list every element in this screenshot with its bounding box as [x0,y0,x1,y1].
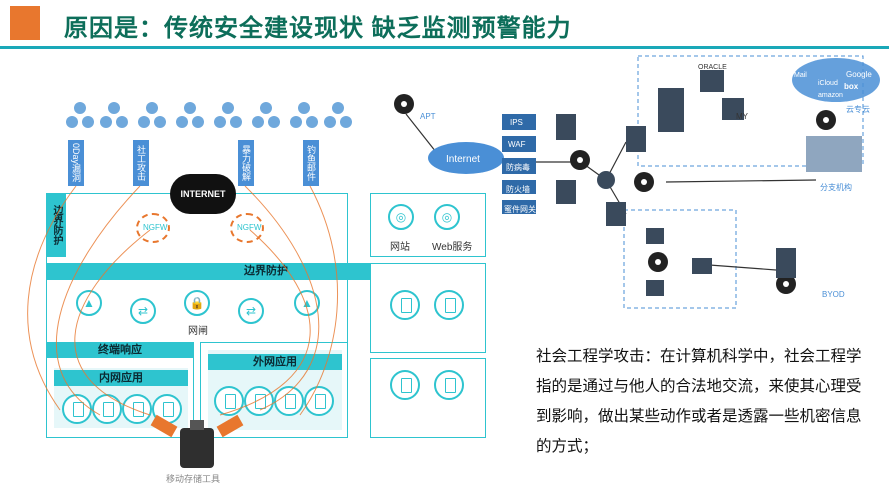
title-divider [0,46,889,49]
cloud-brand-icloud: iCloud [818,80,838,87]
virus-icon [138,102,166,128]
boundary-vertical-label: 边界防护 [46,193,66,257]
apt-label: APT [420,112,436,121]
virus-icon [214,102,242,128]
web-service-label: Web服务 [432,242,473,253]
attack-label-bruteforce: 暴力破解 [238,140,254,186]
website-frame [370,193,486,257]
internet-cloud-label: INTERNET [180,189,226,199]
website-icon: ◎ [388,204,414,230]
cloud-brand-mail: Mail [794,72,807,79]
gateway-label: 网闸 [188,326,208,337]
cloud-brand-google: Google [846,70,872,79]
switch-icon: ⇄ [238,298,264,324]
virus-icon [324,102,352,128]
antivirus-label: 防病毒 [506,163,530,172]
network-diagram [394,55,880,309]
website-label: 网站 [390,242,410,253]
image-icon: ▲ [294,290,320,316]
gatekeeper-label: 蜜件网关 [504,205,536,214]
switch-icon: ⇄ [130,298,156,324]
server-frame-bottom [370,358,486,438]
ips-label: IPS [510,118,523,127]
virus-icon [290,102,318,128]
internet-label: Internet [446,154,480,165]
doc-icon [434,290,464,320]
virus-icon [176,102,204,128]
doc-icon [390,290,420,320]
firewall-label: 防火墙 [506,185,530,194]
attack-label-phishing: 钓鱼邮件 [303,140,319,186]
virus-icon [100,102,128,128]
virus-icon [66,102,94,128]
byod-label: BYOD [822,290,845,299]
cloud-brand-box: box [844,82,859,91]
waf-label: WAF [508,140,526,149]
virus-icons-row [66,102,352,128]
terminal-band: 终端响应 [46,342,194,358]
title-bar: 原因是：传统安全建设现状 缺乏监测预警能力 [0,0,889,49]
internet-cloud: INTERNET [170,174,236,214]
extranet-band: 外网应用 [208,354,342,370]
lock-icon: 🔒 [184,290,210,316]
ngfw-left: NGFW [136,213,170,243]
attack-label-social: 社工攻击 [133,140,149,186]
usb-label: 移动存储工具 [166,474,221,484]
usb-icon [180,420,214,468]
virus-icon [252,102,280,128]
branch-label: 分支机构 [820,183,852,192]
web-service-icon: ◎ [434,204,460,230]
cloud-label: 云专云 [846,105,870,114]
ngfw-left-label: NGFW [143,223,168,232]
server-frame-top [370,263,486,353]
doc-icon [390,370,420,400]
attack-curves [27,185,339,416]
doc-icon [214,386,244,416]
ngfw-right-label: NGFW [237,223,262,232]
doc-icon [434,370,464,400]
usb-plug [190,420,204,430]
doc-icon [122,394,152,424]
doc-icon [62,394,92,424]
cloud-brand-amazon: amazon [818,92,843,99]
attack-label-0day: 0Day漏洞 [68,140,84,186]
doc-icon [274,386,304,416]
description-text: 社会工程学攻击：在计算机科学中，社会工程学指的是通过与他人的合法地交流，来使其心… [536,348,862,455]
ngfw-right: NGFW [230,213,264,243]
oracle-label: ORACLE [698,64,727,71]
page-title: 原因是：传统安全建设现状 缺乏监测预警能力 [64,15,572,42]
title-accent [10,6,40,40]
my-label: MY [736,112,748,121]
intranet-band: 内网应用 [54,370,188,386]
